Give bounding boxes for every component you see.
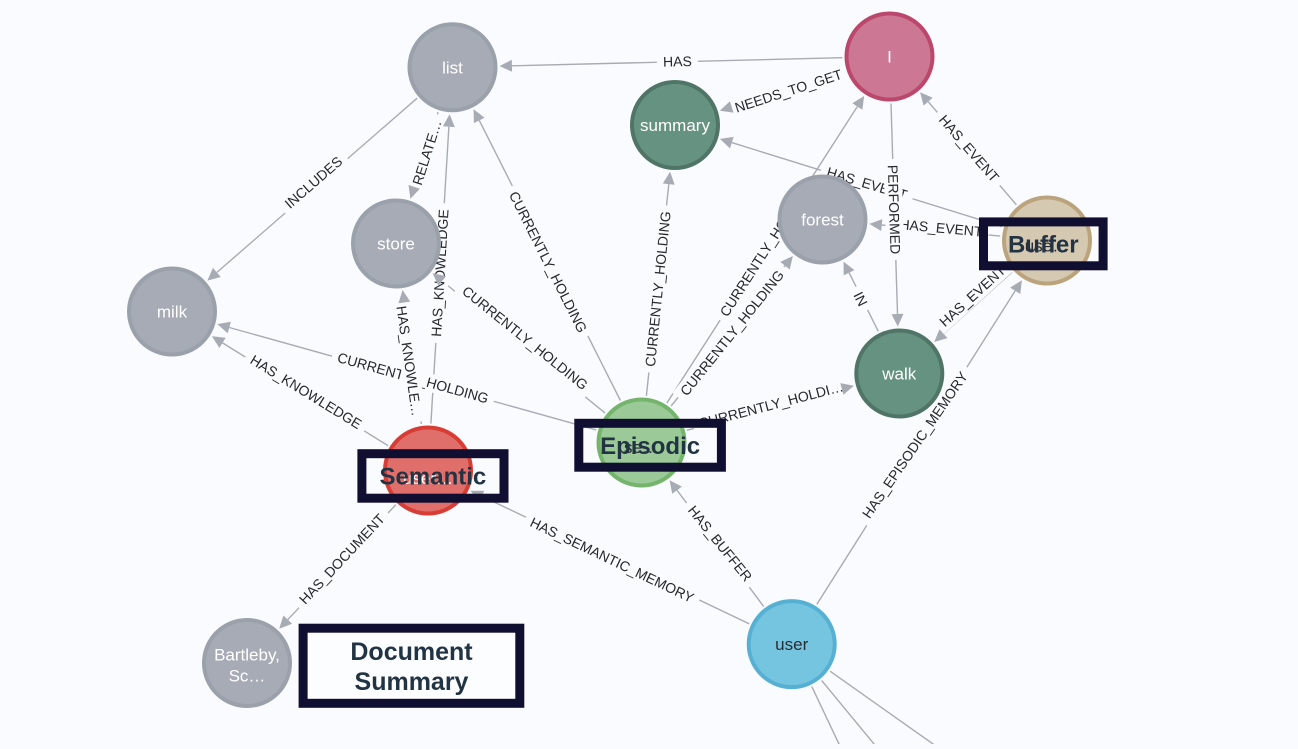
svg-text:milk: milk — [157, 303, 188, 322]
svg-text:Document: Document — [350, 638, 473, 666]
svg-text:forest: forest — [801, 211, 844, 230]
svg-text:user: user — [775, 635, 808, 654]
svg-text:Bartleby,: Bartleby, — [214, 646, 280, 665]
svg-text:store: store — [377, 235, 415, 254]
svg-text:IN: IN — [850, 289, 871, 309]
svg-text:Summary: Summary — [355, 668, 469, 696]
svg-text:Semantic: Semantic — [380, 464, 487, 491]
svg-text:summary: summary — [640, 116, 710, 135]
svg-text:user…: user… — [403, 469, 453, 488]
svg-text:PERFORMED: PERFORMED — [885, 165, 904, 255]
svg-text:Episodic: Episodic — [600, 433, 700, 460]
svg-text:HAS: HAS — [663, 53, 692, 70]
svg-text:Buffer: Buffer — [1008, 232, 1079, 259]
svg-text:Sc…: Sc… — [229, 667, 266, 686]
svg-text:list: list — [442, 58, 463, 77]
svg-text:I: I — [887, 48, 892, 67]
svg-text:walk: walk — [881, 365, 917, 384]
svg-text:use…: use… — [1025, 237, 1069, 256]
svg-text:HAS_EVENT: HAS_EVENT — [899, 216, 984, 240]
svg-text:se…: se… — [624, 438, 659, 457]
